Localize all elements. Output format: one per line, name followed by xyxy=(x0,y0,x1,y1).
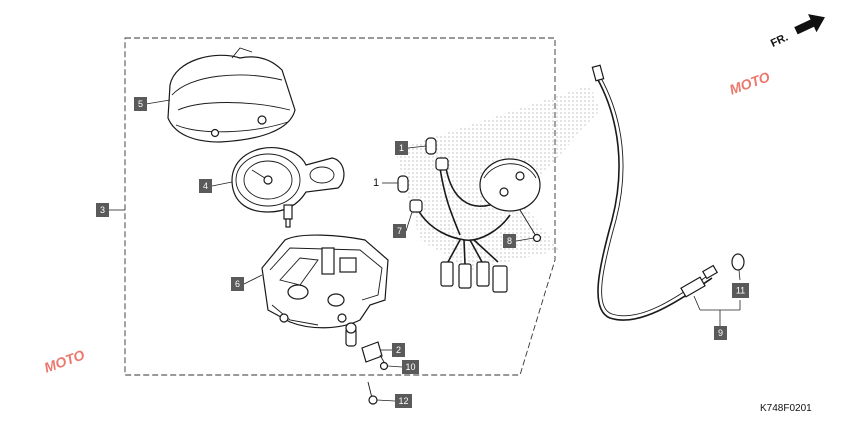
callout-number: 9 xyxy=(718,328,723,338)
screw-part-10 xyxy=(379,354,389,371)
callout-number: 8 xyxy=(507,236,512,246)
watermark-logo-text: MOTO xyxy=(727,68,772,97)
callout-4: 4 xyxy=(199,179,212,193)
screw-part-12 xyxy=(367,381,378,405)
grommet-part xyxy=(345,322,357,347)
leader-lines xyxy=(109,99,741,402)
meter-case-part xyxy=(261,234,389,329)
arrow-right-icon xyxy=(794,14,825,35)
callout-2: 2 xyxy=(392,343,405,357)
callout-8: 8 xyxy=(503,234,516,248)
callout-9: 9 xyxy=(714,326,727,340)
callout-number: 10 xyxy=(405,362,415,372)
wire-harness-part xyxy=(409,157,541,293)
callout-number: 2 xyxy=(396,345,401,355)
callout-number: 12 xyxy=(398,396,408,406)
callout-5: 5 xyxy=(134,97,147,111)
bulb-part xyxy=(397,137,437,193)
cable-washer-part xyxy=(731,253,745,271)
speedometer-cable-part xyxy=(591,64,719,321)
meter-face-part xyxy=(231,146,345,228)
drawing-code: K748F0201 xyxy=(760,403,812,414)
screw-part-8 xyxy=(519,209,542,243)
callout-10: 10 xyxy=(402,360,419,374)
callout-11: 11 xyxy=(732,283,749,298)
callout-number: 11 xyxy=(736,286,745,296)
callout-1: 1 xyxy=(395,141,408,155)
watermark-left: MOTO xyxy=(42,346,87,375)
clip-part xyxy=(361,341,383,363)
callout-7: 7 xyxy=(393,224,406,238)
assembly-boundary xyxy=(124,37,556,376)
front-direction-indicator: FR. xyxy=(769,14,825,50)
meter-cover-part xyxy=(167,47,296,143)
front-direction-label: FR. xyxy=(769,31,790,49)
callout-12: 12 xyxy=(395,394,412,408)
callout-number: 4 xyxy=(203,181,208,191)
callout-3: 3 xyxy=(96,203,109,217)
callout-number: 1 xyxy=(399,143,404,153)
callout-number: 5 xyxy=(138,99,143,109)
callout-number: 6 xyxy=(235,279,240,289)
watermark-top-right: MOTO xyxy=(727,68,772,97)
watermark-logo-text: MOTO xyxy=(42,346,87,375)
callout-6: 6 xyxy=(231,277,244,291)
callout-number: 1 xyxy=(373,177,379,189)
callout-number: 7 xyxy=(397,226,402,236)
callout-number: 3 xyxy=(100,205,105,215)
callout-1-plain: 1 xyxy=(373,177,379,189)
